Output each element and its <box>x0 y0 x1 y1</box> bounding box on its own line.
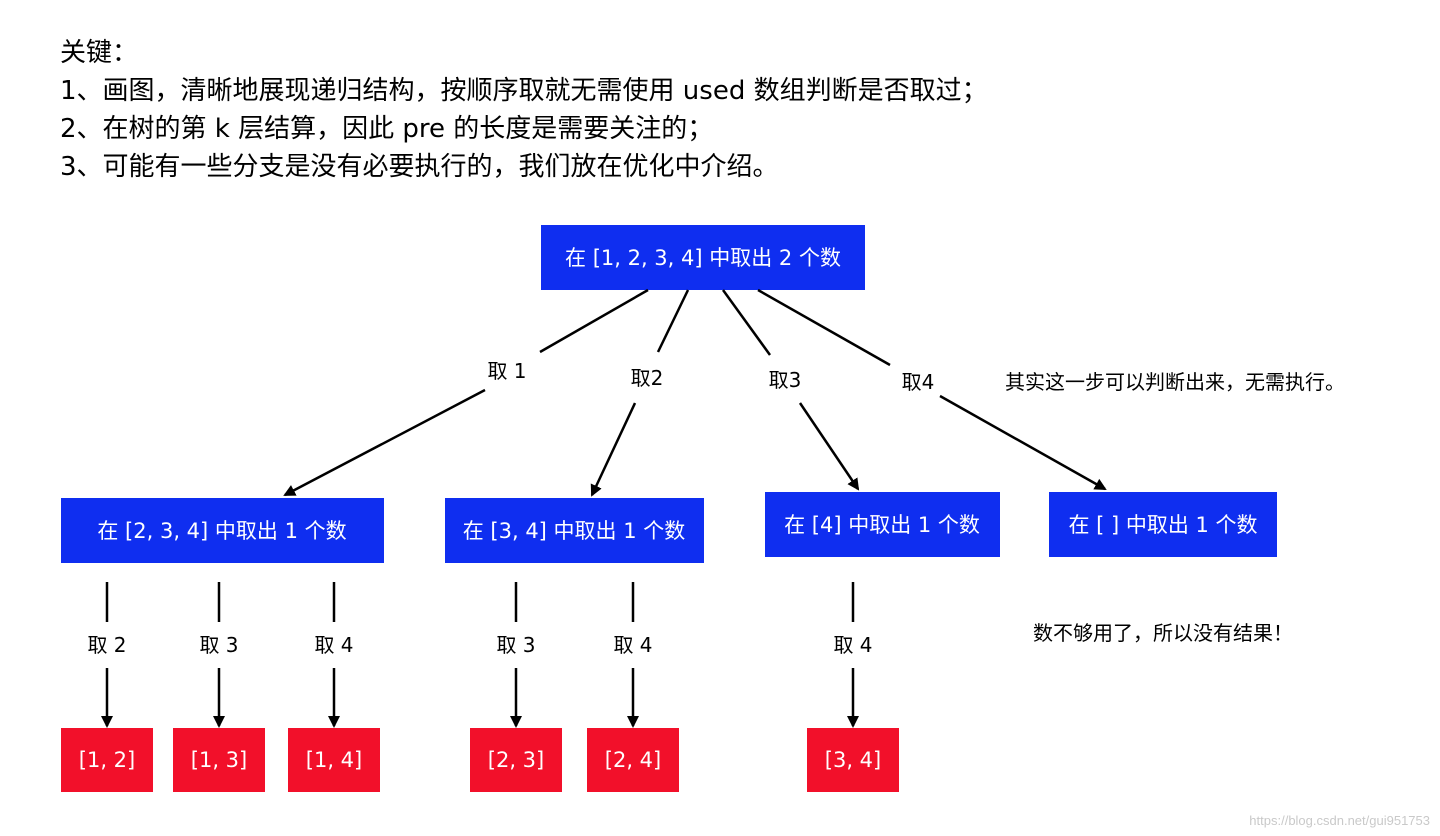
root-node-label: 在 [1, 2, 3, 4] 中取出 2 个数 <box>565 246 841 270</box>
edge-label-take-2: 取2 <box>631 366 664 390</box>
edge-root-to-l1-3-lower <box>798 402 860 491</box>
leaf-1-2 <box>61 728 153 792</box>
note-line-1: 1、画图，清晰地展现递归结构，按顺序取就无需使用 used 数组判断是否取过； <box>60 76 988 106</box>
node-choose-from-2-3-4 <box>61 498 384 563</box>
leaf-2-4 <box>587 728 679 792</box>
edge-root-to-l1-3-upper <box>721 289 772 356</box>
leaf-2-4-label: [2, 4] <box>605 748 661 772</box>
leaf-1-3-label: [1, 3] <box>191 748 247 772</box>
leaf-3-4 <box>807 728 899 792</box>
edge-root-to-l1-1-upper <box>539 288 649 354</box>
edge-label-take-4-a: 取 4 <box>314 633 353 657</box>
node-choose-from-empty-label: 在 [ ] 中取出 1 个数 <box>1068 513 1257 537</box>
edge-label-take-1: 取 1 <box>487 359 526 383</box>
leaf-1-3 <box>173 728 265 792</box>
edge-label-take-4-b: 取 4 <box>613 633 652 657</box>
node-choose-from-4-label: 在 [4] 中取出 1 个数 <box>784 513 980 537</box>
edge-root-to-l1-4-upper <box>757 288 891 367</box>
edge-label-take-3-b: 取 3 <box>496 633 535 657</box>
edge-root-to-l1-2-lower <box>590 402 637 497</box>
root-node <box>541 225 865 290</box>
leaf-1-4 <box>288 728 380 792</box>
leaf-2-3 <box>470 728 562 792</box>
note-line-2: 2、在树的第 k 层结算，因此 pre 的长度是需要关注的； <box>60 114 714 144</box>
no-result-note: 数不够用了，所以没有结果！ <box>1033 621 1293 645</box>
note-line-3: 3、可能有一些分支是没有必要执行的，我们放在优化中介绍。 <box>60 152 779 182</box>
node-choose-from-2-3-4-label: 在 [2, 3, 4] 中取出 1 个数 <box>97 519 346 543</box>
watermark: https://blog.csdn.net/gui951753 <box>1249 813 1430 828</box>
node-choose-from-4 <box>765 492 1000 557</box>
edge-root-to-l1-2-upper <box>656 289 690 353</box>
leaf-2-3-label: [2, 3] <box>488 748 544 772</box>
edge-label-take-2-a: 取 2 <box>87 633 126 657</box>
notes-title: 关键： <box>60 38 139 68</box>
edge-root-to-l1-1-lower <box>283 388 486 497</box>
node-choose-from-3-4-label: 在 [3, 4] 中取出 1 个数 <box>463 519 686 543</box>
edge-label-take-4-c: 取 4 <box>833 633 872 657</box>
node-choose-from-3-4 <box>445 498 704 563</box>
edge-root-to-l1-4-lower <box>939 394 1107 491</box>
edge-label-take-3: 取3 <box>769 368 802 392</box>
edge-label-take-3-a: 取 3 <box>199 633 238 657</box>
key-notes: 关键： 1、画图，清晰地展现递归结构，按顺序取就无需使用 used 数组判断是否… <box>60 34 1360 186</box>
leaf-1-4-label: [1, 4] <box>306 748 362 772</box>
node-choose-from-empty <box>1049 492 1277 557</box>
leaf-3-4-label: [3, 4] <box>825 748 881 772</box>
edge-label-take-4: 取4 <box>902 370 935 394</box>
skip-note: 其实这一步可以判断出来，无需执行。 <box>1005 370 1345 394</box>
leaf-1-2-label: [1, 2] <box>79 748 135 772</box>
